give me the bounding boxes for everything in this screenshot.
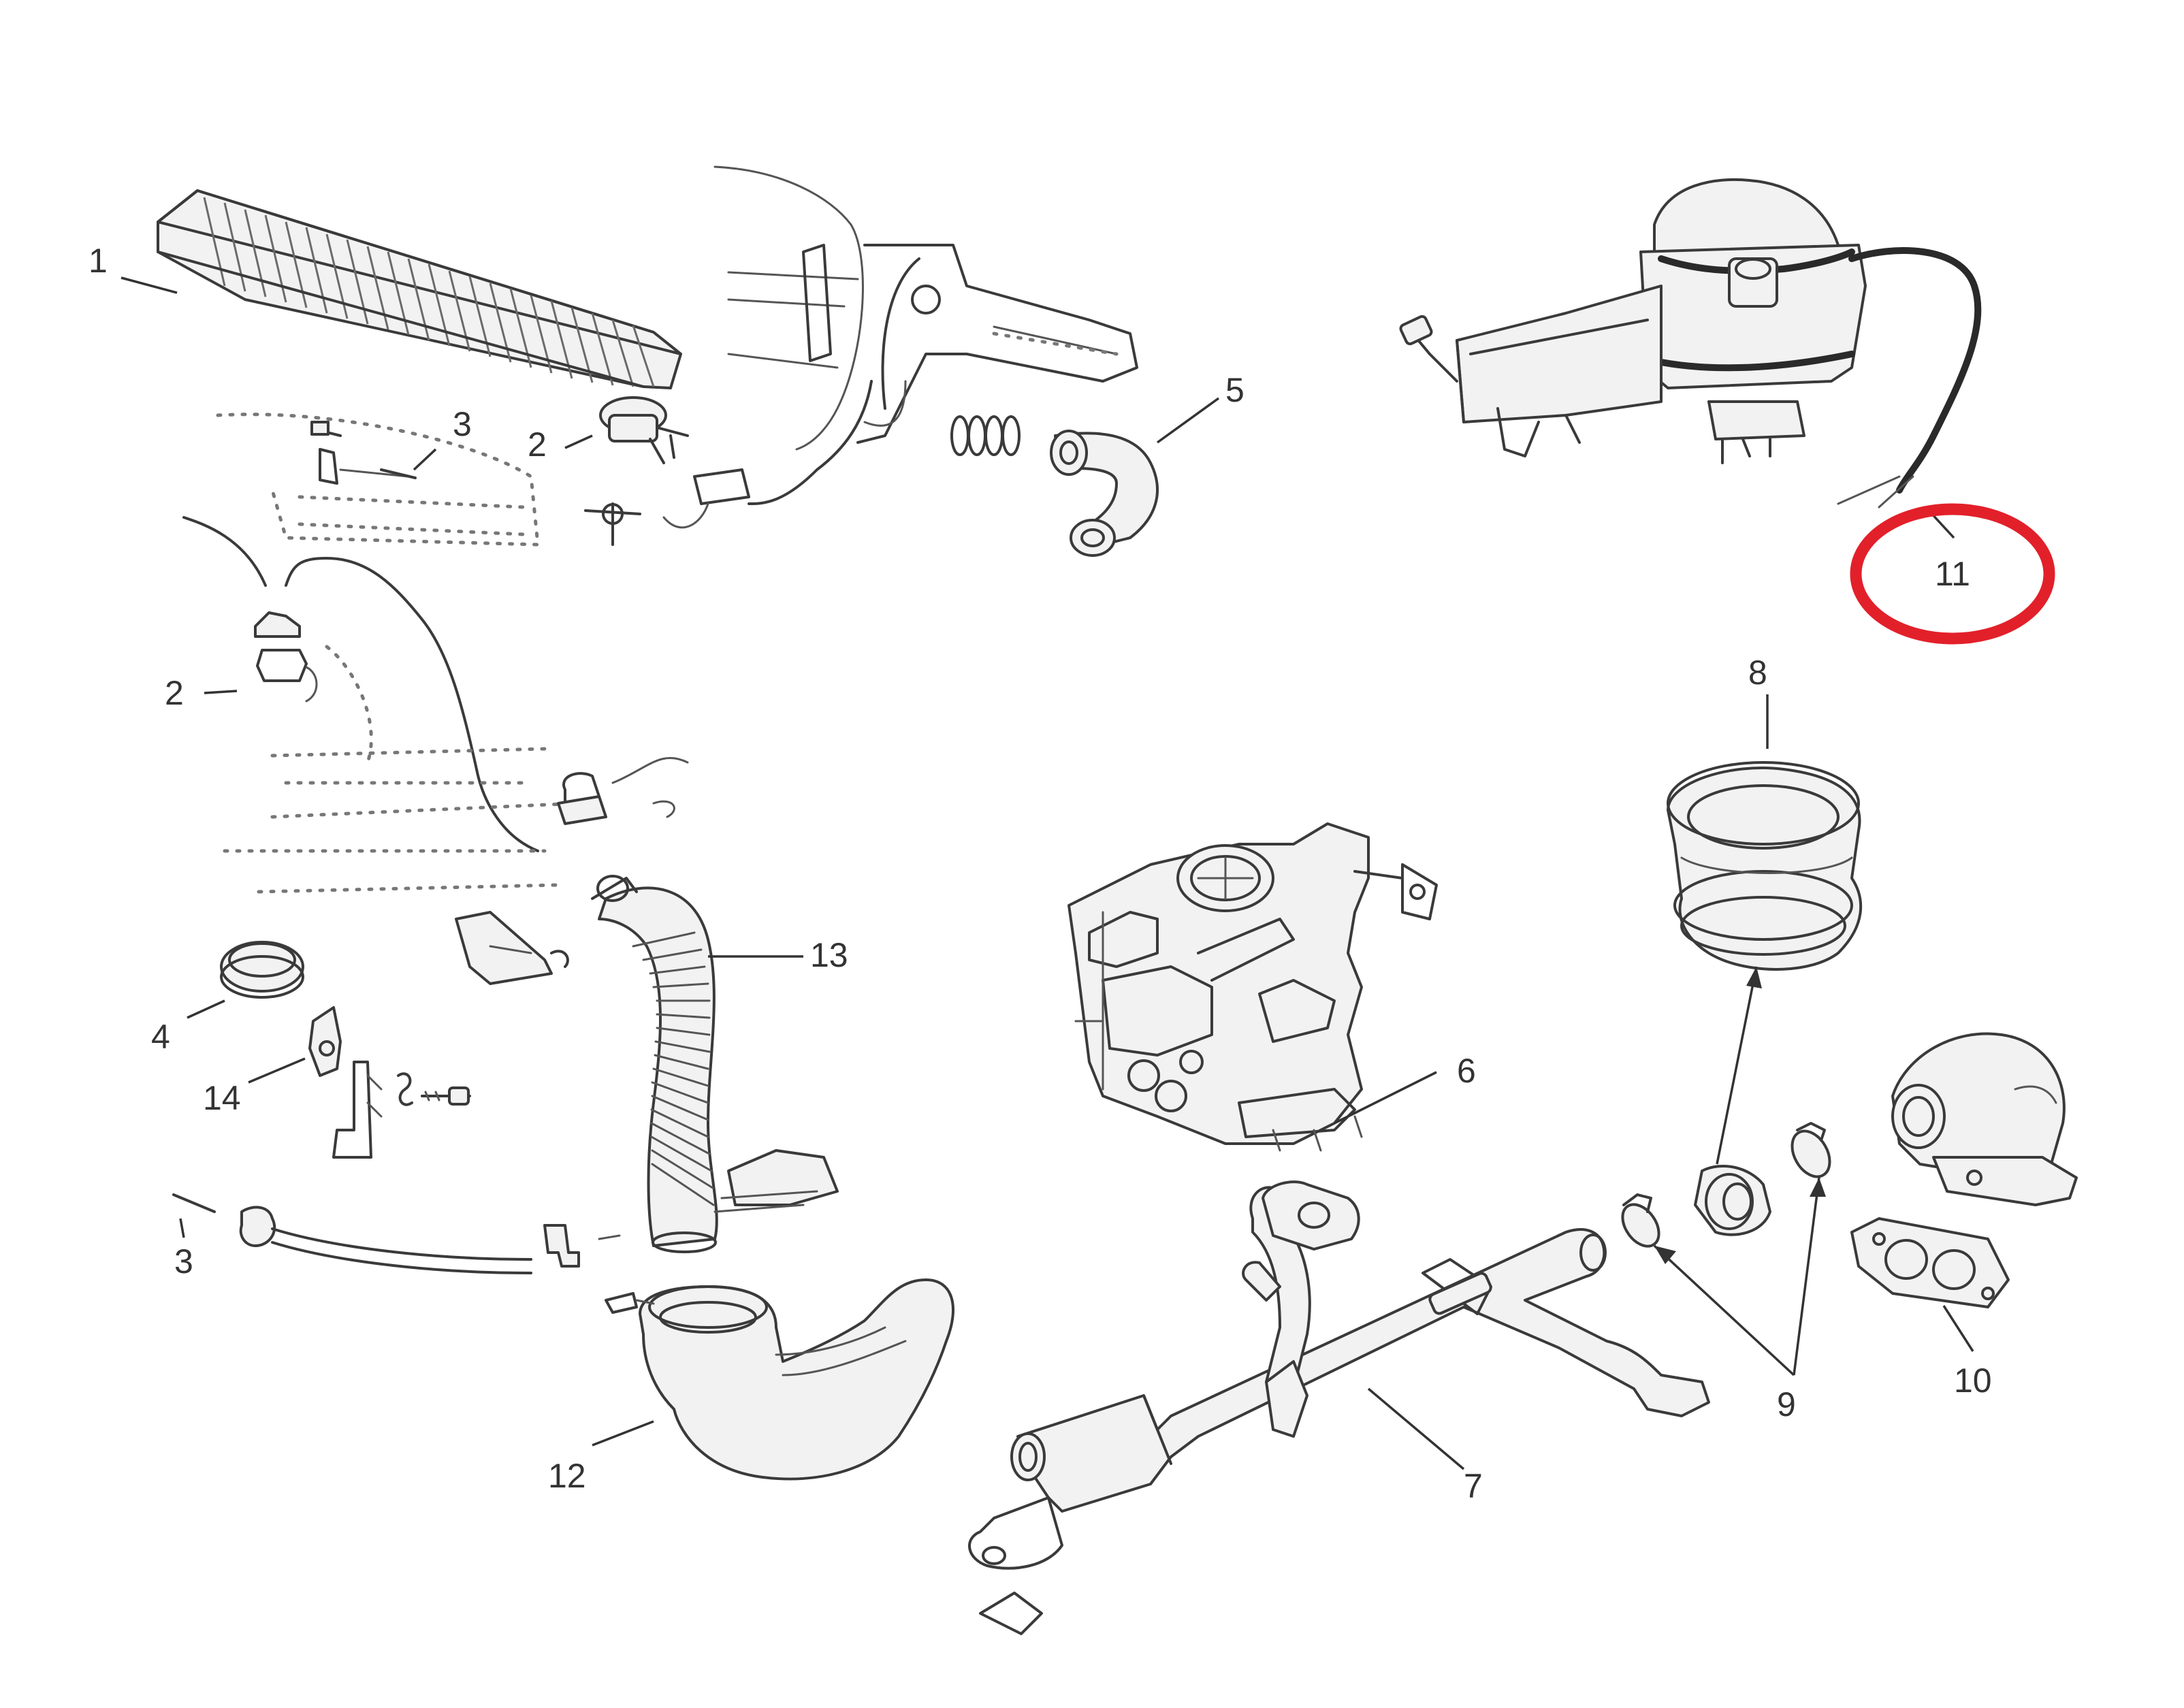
callout-5: 5 <box>1225 371 1244 409</box>
air-cleaner-housing <box>713 165 1138 505</box>
callout-14: 14 <box>203 1079 241 1117</box>
air-pump-assembly <box>1399 178 1982 509</box>
leader-1 <box>121 276 178 294</box>
exhaust-elbow <box>1891 1032 2078 1206</box>
leader-2b <box>204 690 238 694</box>
callout-3-lower: 3 <box>174 1242 193 1280</box>
leader-7 <box>1367 1387 1465 1470</box>
callout-7: 7 <box>1464 1467 1483 1505</box>
callout-2-upper: 2 <box>528 425 547 464</box>
rubber-ring <box>220 941 304 999</box>
leader-8-arrow <box>1716 966 1758 1165</box>
leader-6 <box>1334 1071 1437 1125</box>
highlight-circle <box>1850 503 2055 645</box>
leader-5 <box>1156 397 1220 444</box>
hose-clamp-small <box>1621 1193 1660 1248</box>
bent-hose <box>950 415 1159 557</box>
leader-3a <box>413 448 437 471</box>
leader-lines <box>121 276 1974 1470</box>
mounting-bracket <box>308 1006 471 1159</box>
leader-3b <box>179 1218 185 1238</box>
vacuum-valve-upper <box>584 396 750 546</box>
callout-9: 9 <box>1777 1385 1796 1423</box>
callout-11: 11 <box>1935 555 1970 593</box>
heater-duct <box>605 1278 954 1481</box>
rubber-boot <box>1667 761 1863 971</box>
leader-2a <box>564 434 593 449</box>
vacuum-line-lower <box>172 1193 621 1274</box>
callout-labels: 1 2 3 5 11 2 8 13 4 6 14 3 10 9 12 7 <box>89 242 1992 1505</box>
flange-gasket <box>1850 1217 2010 1308</box>
leader-4 <box>187 999 225 1019</box>
callout-1: 1 <box>89 242 108 280</box>
arrowhead-8 <box>1746 967 1762 988</box>
callout-2-lower: 2 <box>165 674 184 712</box>
corrugated-hose <box>591 875 718 1253</box>
carburettor <box>1067 822 1438 1152</box>
air-filter-element <box>157 189 682 389</box>
callout-4: 4 <box>151 1018 170 1056</box>
callout-6: 6 <box>1457 1052 1476 1090</box>
arrowhead-9b <box>1654 1246 1676 1264</box>
callout-12: 12 <box>548 1457 586 1495</box>
leader-9a <box>1793 1177 1820 1376</box>
rubber-bushing <box>1694 1165 1771 1236</box>
exhaust-pipe <box>968 1180 1710 1635</box>
leader-10 <box>1942 1305 1974 1352</box>
leader-12 <box>592 1420 654 1447</box>
callout-3-upper: 3 <box>453 405 472 443</box>
callout-10: 10 <box>1954 1361 1992 1400</box>
vacuum-hose-lines <box>182 516 689 894</box>
arrowhead-9a <box>1810 1178 1826 1197</box>
vacuum-valve-lower <box>254 611 318 703</box>
leader-11 <box>1929 511 1955 539</box>
callout-13: 13 <box>810 936 848 974</box>
callout-8: 8 <box>1748 654 1767 692</box>
leader-14 <box>248 1057 306 1084</box>
hose-clamp-upper <box>1790 1122 1831 1178</box>
vacuum-line-upper <box>216 413 540 547</box>
leader-9b <box>1653 1244 1795 1376</box>
bracket-assembly <box>455 911 839 1213</box>
